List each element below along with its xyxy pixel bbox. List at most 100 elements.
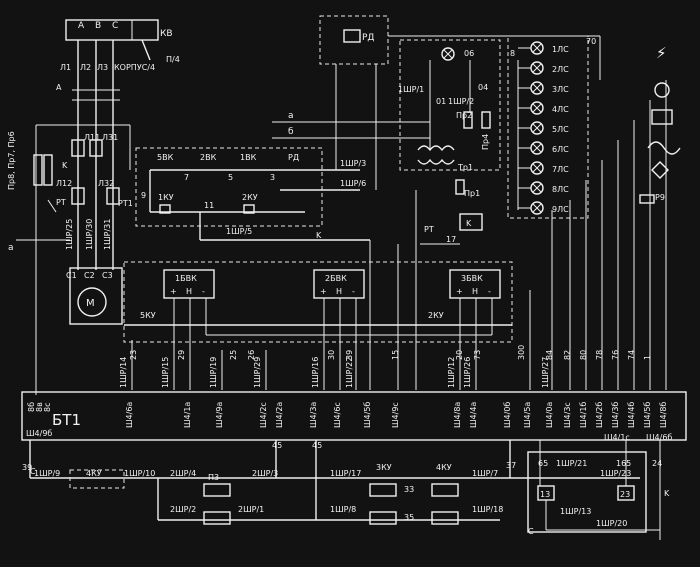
relay-box-2bvk — [313, 269, 365, 299]
switch-num-11: 11 — [204, 201, 214, 210]
phase-c-label: C — [112, 21, 118, 31]
relay-name-3: 3БВК — [461, 274, 483, 283]
k-control-label: K — [316, 231, 322, 240]
lamp-1ls: 1ЛС — [552, 45, 569, 54]
bottom-shr-label: 1ШР/14 — [119, 357, 128, 388]
lamp-cross — [532, 143, 542, 153]
bus-tap-label: Ш4/5б — [363, 402, 372, 428]
bottom-circuit-label: 1ШР/7 — [472, 469, 498, 478]
hand-icon — [647, 141, 681, 155]
bus-tap-label: Ш4/1а — [183, 402, 192, 428]
wire-number-label: 15 — [391, 350, 400, 360]
switch-1vk: 1ВК — [240, 153, 257, 162]
bus-label: БТ1 — [52, 411, 81, 429]
lamp-wire-70: 70 — [586, 37, 596, 46]
bus-tap-label: Ш4/8б — [659, 402, 668, 428]
terminal-1shr31: 1ШР/31 — [103, 219, 112, 250]
shr-1shr6: 1ШР/6 — [340, 179, 366, 188]
switch-num-9: 9 — [141, 191, 146, 200]
tr-pr1: Пр1 — [464, 189, 480, 198]
lamp-8ls: 8ЛС — [552, 185, 569, 194]
bottom-circuit-label: 1ШР/23 — [600, 469, 631, 478]
bus-tap-label: Ш4/5а — [523, 402, 532, 428]
bottom-circuit-label: 165 — [616, 459, 631, 468]
tr-k: K — [466, 219, 472, 228]
relay-box-region: 1БВК 2БВК 3БВК + Н - + Н - + Н - 5КУ 2КУ — [123, 261, 513, 390]
relay-name-2: 2БВК — [325, 274, 347, 283]
bus-right-0: Ш4/1с — [604, 433, 630, 442]
rd-relay: РД — [319, 15, 389, 190]
contact-l31: Л31 — [102, 133, 118, 142]
wire-number-label: 74 — [627, 350, 636, 360]
korpus-label: КОРПУС/4 — [114, 63, 155, 72]
bottom-circuit-label: 1ШР/17 — [330, 469, 361, 478]
tr-17: 17 — [446, 235, 456, 244]
control-circuit: 5ВК 2ВК 1ВК РД 1КУ 2КУ 7 5 3 9 11 1ШР/3 … — [135, 147, 370, 241]
lamp-9ls: 9ЛС — [552, 205, 569, 214]
motor-c3: C3 — [102, 271, 113, 280]
bottom-shr-label: 1ШР/22 — [345, 357, 354, 388]
phase-wires — [35, 39, 151, 395]
bottom-shr-label: 1ШР/27 — [541, 357, 550, 388]
bottom-circuit-label: K — [664, 489, 670, 498]
lamp-4ls: 4ЛС — [552, 105, 569, 114]
bottom-circuit-label: 45 — [312, 441, 322, 450]
bottom-circuit-label: 13 — [540, 490, 550, 499]
kv-label: КВ — [160, 29, 173, 39]
bus-tap-label: Ш4/3с — [563, 402, 572, 428]
bus-tap-label: Ш4/1б — [579, 402, 588, 428]
relay-pin-n-2: Н — [336, 287, 342, 296]
shr-1shr5: 1ШР/5 — [226, 227, 252, 236]
bottom-circuit-label: 2ШР/2 — [170, 505, 196, 514]
lamp-wire-8: 8 — [510, 49, 515, 58]
bus-tap-label: Ш4/9а — [215, 402, 224, 428]
wire-number-label: 82 — [563, 350, 572, 360]
bottom-circuit-label: 1ШР/10 — [124, 469, 155, 478]
wire-number-label: 26 — [247, 350, 256, 360]
lamp-cross — [532, 183, 542, 193]
bottom-shr-label: 1ШР/29 — [253, 357, 262, 388]
bottom-circuit-label: 4КУ — [436, 463, 452, 472]
motor-label: M — [86, 298, 95, 309]
bus-tap-label: Ш4/0а — [545, 402, 554, 428]
relay-name-1: 1БВК — [175, 274, 197, 283]
fan-icon — [654, 82, 670, 98]
tr-rt: РТ — [424, 225, 434, 234]
switch-5ku: 5КУ — [140, 311, 156, 320]
bus-tap-label: Ш4/8а — [453, 402, 462, 428]
lamp-cross — [532, 43, 542, 53]
bottom-circuit-label: C — [30, 467, 36, 476]
line-l1-label: Л1 — [60, 63, 71, 72]
wire-number-label: 80 — [579, 350, 588, 360]
bottom-circuit-label: 2ШР/3 — [252, 469, 278, 478]
bottom-circuit-label: 2ШР/4 — [170, 469, 196, 478]
switch-num-7: 7 — [184, 173, 189, 182]
relay-pin-plus-2: + — [320, 287, 327, 296]
lamp-cross — [532, 123, 542, 133]
bottom-shr-label: 1ШР/26 — [463, 357, 472, 388]
tr-04: 04 — [478, 83, 488, 92]
lamp-3ls: 3ЛС — [552, 85, 569, 94]
bus-tap-label: Ш4/9с — [391, 402, 400, 428]
input-terminal-block: A B C КВ Л1 Л2 Л3 КОРПУС/4 П/4 A — [56, 19, 180, 92]
relay-pin-plus-1: + — [170, 287, 177, 296]
wire-number-label: 23 — [129, 350, 138, 360]
vertical-runs — [131, 80, 667, 390]
tr-p9: Р9 — [655, 193, 665, 202]
wire-number-label: 78 — [595, 350, 604, 360]
bottom-circuit-label: 24 — [652, 459, 662, 468]
lamp-cross — [532, 63, 542, 73]
bus-tap-label: Ш4/2а — [275, 402, 284, 428]
bus-tap-label: Ш4/6с — [333, 402, 342, 428]
bus-tap-label: Ш4/6а — [125, 402, 134, 428]
lamp-cross — [532, 163, 542, 173]
tr-01: 01 — [436, 97, 446, 106]
switch-2vk: 2ВК — [200, 153, 217, 162]
switch-rd: РД — [288, 153, 299, 162]
line-l3-label: Л3 — [97, 63, 108, 72]
fuse-label: Пр8, Пр7, Пр6 — [7, 131, 16, 190]
bottom-circuit-label: 37 — [506, 461, 516, 470]
switch-5vk: 5ВК — [157, 153, 174, 162]
bottom-circuit-label: 65 — [538, 459, 548, 468]
